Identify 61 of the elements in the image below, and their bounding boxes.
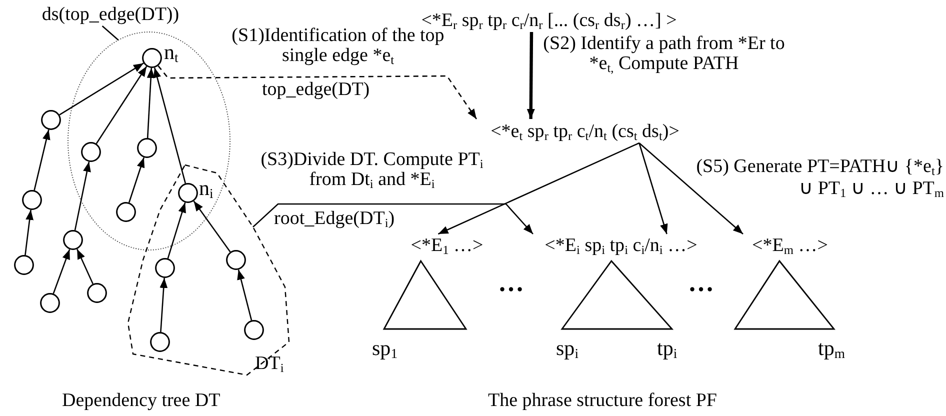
arrow: [160, 278, 168, 332]
node-caption: tp$_{m}$: [818, 338, 845, 359]
leader-line: [102, 26, 119, 41]
tree-node-circle: [81, 142, 101, 162]
tree-node-circle: [87, 283, 107, 303]
edge-label: (S2) Identify a path from *Er to *e$_{t,}$ Compute PATH: [542, 34, 786, 74]
tree-node-circle: [116, 202, 136, 222]
subtree-triangle: [734, 260, 835, 330]
arrow: [74, 162, 91, 230]
node-caption: tp$_{i}$: [657, 338, 678, 359]
text-label: top_edge(DT): [262, 79, 370, 101]
arrow: [128, 157, 145, 203]
tuple-label: <*E$_{i}$ sp$_{i}$ tp$_{i}$ c$_{i}$/n$_{i}$ …>: [533, 234, 709, 256]
arrow: [252, 203, 534, 234]
node-caption: n$_{t}$: [164, 42, 178, 63]
text-label: The phrase structure forest PF: [488, 390, 717, 412]
tree-node-circle: [63, 230, 83, 250]
set-label: ds(top_edge(DT)): [28, 2, 193, 26]
tree-node-circle: [41, 110, 61, 130]
text-label: (S5) Generate PT=PATH∪ {*e$_{t}$} ∪ PT$_{1}$ ∪ … ∪ PT$_{m}$: [695, 156, 944, 200]
arrow: [638, 142, 744, 234]
tuple-label: <*E$_{m}$ …>: [741, 234, 839, 256]
text-label: Dependency tree DT: [62, 390, 220, 412]
tuple-label: <*e$_{t}$ sp$_{r}$ tp$_{r}$ c$_{t}$/n$_{t}$ (cs$_{t}$ ds$_{t}$)>: [472, 119, 698, 143]
tree-node-circle: [14, 255, 34, 275]
node-caption: n$_{i}$: [199, 178, 214, 199]
arrow: [167, 202, 186, 259]
arrow: [237, 270, 252, 320]
arrow: [96, 66, 148, 144]
arrow: [24, 210, 34, 256]
tree-node-circle: [142, 48, 162, 68]
tree-node-circle: [150, 332, 170, 352]
tree-node-circle: [178, 183, 198, 203]
arrow: [193, 200, 231, 252]
ellipsis-mark: …: [498, 268, 526, 298]
tree-node-circle: [137, 138, 157, 158]
arrow: [34, 130, 50, 190]
arrow: [638, 142, 668, 234]
tree-node-circle: [226, 250, 246, 270]
arrow: [52, 249, 70, 294]
arrow: [153, 68, 186, 184]
text-label: root_Edge(DT$_{i}$): [274, 208, 395, 230]
tree-node-circle: [22, 190, 42, 210]
node-caption: sp$_{i}$: [556, 338, 578, 359]
tree-node-circle: [155, 258, 175, 278]
tree-node-circle: [40, 293, 60, 313]
ellipsis-mark: …: [688, 268, 716, 298]
arrow: [438, 142, 640, 235]
subtree-triangle: [383, 260, 467, 330]
arrow: [158, 65, 478, 120]
node-caption: sp$_{1}$: [372, 338, 398, 359]
tree-node-circle: [244, 320, 264, 340]
edge-label: (S3)Divide DT. Compute PT$_{i}$ from Dt$_{i}$ and *E$_{i}$: [260, 150, 484, 190]
edge-label: (S1)Identification of the top single edge *e$_{t}$: [230, 26, 444, 66]
arrow: [146, 68, 155, 138]
arrow: [59, 62, 144, 116]
region-label: DT$_{i}$: [255, 354, 284, 373]
arrow: [76, 248, 94, 284]
tuple-label: <*E$_{1}$ …>: [403, 234, 491, 256]
subtree-triangle: [561, 260, 673, 330]
arrow: [526, 32, 535, 120]
